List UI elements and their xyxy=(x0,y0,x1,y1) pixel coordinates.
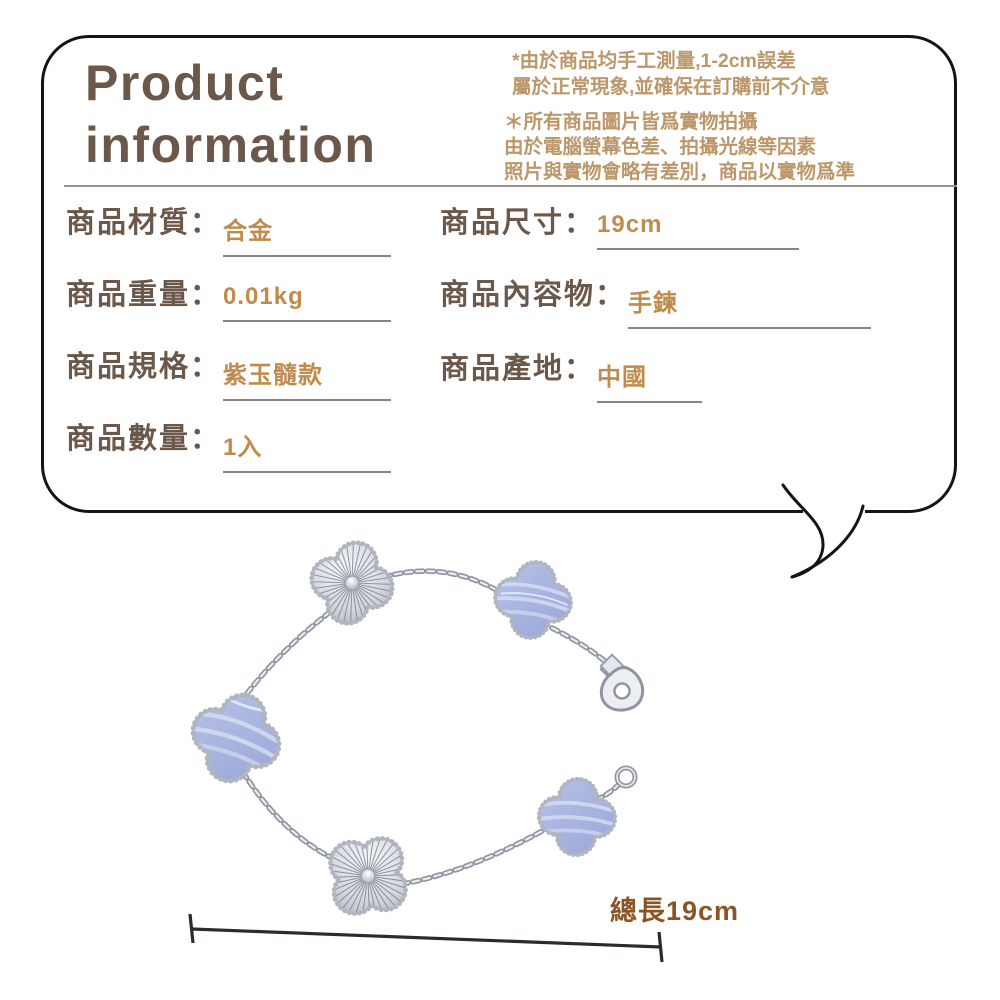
clover-charm-blue-top-right xyxy=(490,557,576,643)
spec-label: 商品規格 xyxy=(66,351,191,383)
spec-value: 19cm xyxy=(597,211,800,250)
disclaimer-line: 由於電腦螢幕色差、拍攝光線等因素 xyxy=(504,136,817,158)
clover-charm-silver-bottom xyxy=(287,795,449,957)
bracelet-chain xyxy=(239,568,622,887)
chain-segment xyxy=(381,568,503,595)
spec-label: 商品產地 xyxy=(440,353,565,385)
spec-row-contents: 商品內容物： 手鍊 xyxy=(440,278,872,329)
spec-value: 0.01kg xyxy=(223,283,392,322)
spec-value: 合金 xyxy=(223,211,392,257)
clover-charm-blue-left xyxy=(181,683,292,794)
page-title: Product information xyxy=(85,52,376,176)
spec-colon: ： xyxy=(564,353,594,385)
spec-label: 商品數量 xyxy=(66,423,191,455)
spec-colon: ： xyxy=(190,351,220,383)
spec-value: 紫玉髓款 xyxy=(223,355,392,401)
info-speech-bubble xyxy=(41,35,957,513)
disclaimer-line: *由於商品均手工測量,1-2cm誤差 xyxy=(512,50,796,72)
spec-row-origin: 商品產地： 中國 xyxy=(440,352,703,403)
spec-row-material: 商品材質： 合金 xyxy=(66,206,392,257)
chain-segment xyxy=(399,827,547,887)
chain-segment xyxy=(240,769,343,865)
spec-label: 商品內容物 xyxy=(440,279,596,311)
spec-value: 手鍊 xyxy=(628,283,872,329)
spec-colon: ： xyxy=(564,207,594,239)
total-length-label: 總長19cm xyxy=(610,896,740,926)
end-ring xyxy=(614,765,638,789)
chain-segment xyxy=(593,781,622,803)
spec-colon: ： xyxy=(595,279,625,311)
title-divider xyxy=(64,185,957,187)
chain-segment xyxy=(239,609,333,703)
spec-label: 商品重量 xyxy=(66,279,191,311)
title-line-1: Product xyxy=(85,55,285,111)
spec-label: 商品尺寸 xyxy=(440,207,565,239)
length-measure-line xyxy=(188,913,664,963)
spec-colon: ： xyxy=(190,279,220,311)
spec-row-style: 商品規格： 紫玉髓款 xyxy=(66,350,392,401)
spec-row-weight: 商品重量： 0.01kg xyxy=(66,278,392,322)
photo-disclaimer: ＊所有商品圖片皆爲實物拍攝 由於電腦螢幕色差、拍攝光線等因素 照片與實物會略有差… xyxy=(504,110,855,185)
lobster-clasp xyxy=(599,653,645,712)
disclaimer-line: ＊所有商品圖片皆爲實物拍攝 xyxy=(504,111,758,133)
spec-label: 商品材質 xyxy=(66,207,191,239)
disclaimer-line: 照片與實物會略有差別，商品以實物爲準 xyxy=(504,161,856,183)
clover-charm-blue-bottom-right xyxy=(537,777,617,857)
title-line-2: information xyxy=(85,117,377,173)
chain-segment xyxy=(549,625,610,666)
spec-colon: ： xyxy=(190,423,220,455)
measurement-disclaimer: *由於商品均手工測量,1-2cm誤差 屬於正常現象,並確保在訂購前不介意 xyxy=(512,48,829,100)
spec-row-quantity: 商品數量： 1入 xyxy=(66,422,392,473)
spec-row-size: 商品尺寸： 19cm xyxy=(440,206,800,250)
clover-charm-silver-top xyxy=(285,516,418,649)
spec-value: 中國 xyxy=(597,357,703,403)
spec-colon: ： xyxy=(190,207,220,239)
disclaimer-line: 屬於正常現象,並確保在訂購前不介意 xyxy=(512,76,830,98)
spec-value: 1入 xyxy=(223,427,392,473)
